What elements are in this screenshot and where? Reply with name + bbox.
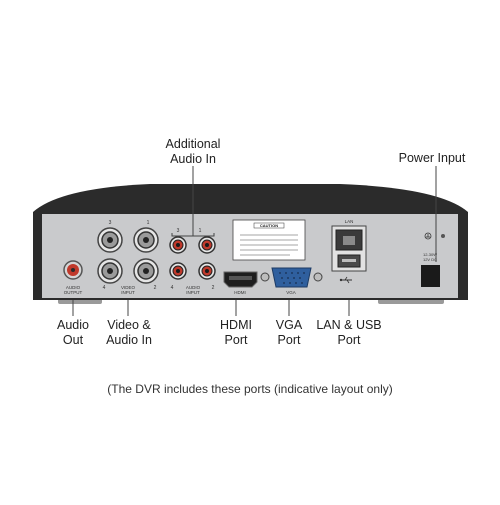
power-rating-line2: 12V DC [423,257,437,262]
audio-input-3 [169,236,187,254]
leader-audio-in-bracket [171,233,215,237]
callout-line: Video & [107,318,151,332]
audio-channel-3: 3 [177,228,180,234]
callout-power-input: Power Input [388,151,476,166]
callout-line: Power Input [398,151,466,165]
vga-port [260,267,323,288]
video-channel-1: 1 [147,220,150,226]
callout-audio-out: Audio Out [43,318,103,348]
video-input-label-line2: INPUT [121,290,135,295]
caution-label [232,219,306,261]
callout-line: Out [62,333,84,347]
lan-panel-label: LAN [345,219,354,224]
usb-symbol-icon [339,276,352,284]
audio-output-label-line2: OUTPUT [64,290,83,295]
panel-screw [441,234,445,238]
bnc-video-input-4 [97,258,123,284]
diagram-caption: (The DVR includes these ports (indicativ… [107,382,393,396]
callout-hdmi-port: HDMI Port [206,318,266,348]
callout-line: Additional [165,137,221,151]
callout-video-audio-in: Video & Audio In [93,318,165,348]
callout-line: Port [224,333,248,347]
callout-lan-usb-port: LAN & USB Port [309,318,389,348]
lan-usb-block [331,225,367,272]
video-input-label-line1: VIDEO [121,285,136,290]
callout-line: VGA [275,318,303,332]
audio-input-label-line2: INPUT [186,290,200,295]
caution-label-title: CAUTION [260,223,278,228]
power-rating-line1: 12-30W [423,252,437,257]
audio-channel-1: 1 [199,228,202,234]
callout-line: LAN & USB [316,318,382,332]
video-channel-2: 2 [154,285,157,291]
bnc-video-input-1 [133,227,159,253]
vga-panel-label: VGA [286,290,296,295]
hdmi-port [223,271,258,288]
callout-line: Audio In [170,152,216,166]
bnc-video-input-2 [133,258,159,284]
audio-channel-4: 4 [171,285,174,291]
callout-line: Port [337,333,361,347]
audio-input-1 [198,236,216,254]
audio-input-4 [169,262,187,280]
audio-input-label-line1: AUDIO [186,285,201,290]
callout-line: Audio [57,318,89,332]
callout-vga-port: VGA Port [264,318,314,348]
ground-symbol-icon [424,232,432,240]
callout-line: Audio In [106,333,152,347]
power-jack [421,265,440,287]
audio-input-2 [198,262,216,280]
audio-output-label-line1: AUDIO [66,285,81,290]
hdmi-panel-label: HDMI [234,290,246,295]
callout-line: HDMI [220,318,252,332]
audio-channel-2: 2 [212,285,215,291]
video-channel-4: 4 [103,285,106,291]
video-channel-3: 3 [109,220,112,226]
audio-output-port [63,260,83,280]
callout-line: Port [277,333,301,347]
bnc-video-input-3 [97,227,123,253]
callout-additional-audio-in: Additional Audio In [150,137,236,167]
